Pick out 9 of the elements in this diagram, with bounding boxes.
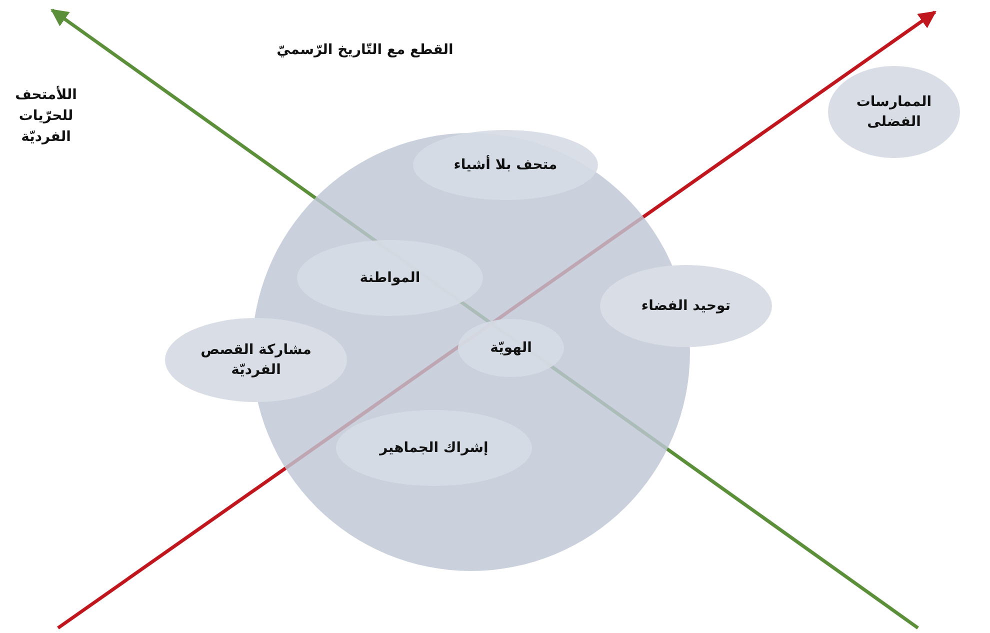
node-label: إشراك الجماهير (380, 438, 488, 458)
node-label: الممارسات الفضلى (855, 92, 933, 132)
node-label: متحف بلا أشياء (454, 154, 558, 175)
node-label: الهويّة (490, 338, 532, 358)
node-label: مشاركة القصص الفرديّة (200, 340, 312, 380)
node-label: المواطنة (360, 268, 420, 288)
axis-label: اللأمتحف للحرّيات الفرديّة (14, 85, 78, 147)
node-label: توحيد الفضاء (641, 296, 731, 316)
axis-label: القطع مع التّاريخ الرّسميّ (276, 41, 454, 60)
